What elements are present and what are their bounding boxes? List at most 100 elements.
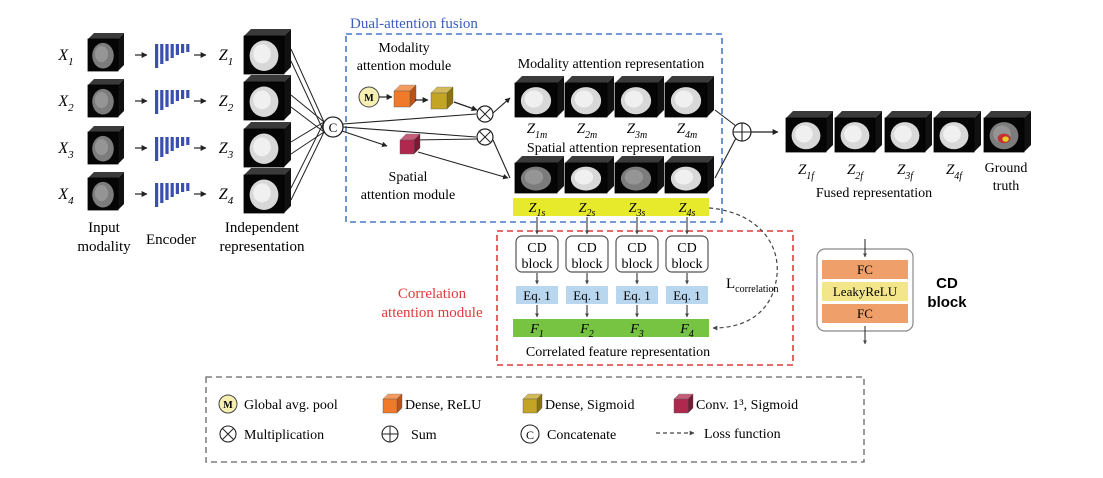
eq1-box-2: Eq. 1 [566, 286, 608, 304]
spatial-feature-label-3: Z3s [629, 201, 646, 219]
svg-text:CD: CD [627, 241, 646, 256]
svg-text:CD: CD [527, 241, 546, 256]
modality-representation-title: Modality attention representation [518, 57, 705, 72]
modality-label-3: Z3m [627, 121, 648, 141]
modality-scan-3 [614, 76, 664, 118]
correlation-title-line1: Correlation [398, 286, 467, 302]
conv-sigmoid [399, 133, 421, 155]
correlated-representation-title: Correlated feature representation [526, 345, 710, 360]
input-scan-1 [87, 33, 124, 72]
correlated-feature-label-3: F3 [629, 322, 644, 340]
encoder-2 [155, 90, 190, 114]
svg-text:Concatenate: Concatenate [547, 428, 616, 443]
conv-sigmoid-cube [399, 133, 421, 155]
svg-text:Multiplication: Multiplication [244, 428, 324, 443]
global-avg-pool-node: M [358, 86, 380, 108]
legend-dense-relu-cube [382, 393, 403, 414]
svg-text:Loss function: Loss function [704, 427, 781, 442]
fused-scan-2 [834, 111, 882, 153]
input-symbol-x3: X3 [57, 140, 74, 161]
independent-scan-1 [243, 29, 291, 75]
eq1-box-4: Eq. 1 [666, 286, 708, 304]
modality-label-4: Z4m [677, 121, 698, 141]
fused-representation-label: Fused representation [816, 186, 932, 201]
svg-text:CD: CD [577, 241, 596, 256]
ground-truth-label-line2: truth [993, 179, 1019, 194]
independent-label-line2: representation [220, 239, 305, 255]
independent-symbol-z1: Z1 [219, 47, 233, 68]
fused-label-1: Z1f [798, 162, 815, 182]
spatial-scan-4 [664, 156, 714, 194]
cd-block-detail: FC LeakyReLU FC [816, 239, 914, 345]
fused-scan-4 [933, 111, 981, 153]
legend-conv-cube [673, 393, 694, 414]
correlated-feature-label-2: F2 [579, 322, 594, 340]
legend-loss: Loss function [656, 427, 781, 442]
encoder-3 [155, 137, 190, 161]
modality-attention-label-line2: attention module [357, 59, 451, 74]
svg-text:FC: FC [857, 306, 873, 321]
correlated-features-bar [513, 319, 709, 337]
spatial-attention-label-line2: attention module [361, 188, 455, 203]
modality-scan-4 [664, 76, 714, 118]
loss-curve [708, 207, 778, 331]
cd-block-title-line2: block [927, 294, 967, 311]
modality-attention-label-line1: Modality [378, 41, 429, 56]
spatial-scan-3 [614, 156, 664, 194]
spatial-feature-label-2: Z2s [579, 201, 596, 219]
fused-label-2: Z2f [847, 162, 864, 182]
svg-text:LeakyReLU: LeakyReLU [833, 284, 898, 299]
independent-symbol-z2: Z2 [219, 93, 234, 114]
svg-text:block: block [621, 257, 652, 272]
eq1-box-1: Eq. 1 [516, 286, 558, 304]
dual-attention-title: Dual-attention fusion [350, 16, 478, 32]
multiplication-node-spatial [476, 128, 494, 146]
dense-relu-cube [393, 84, 417, 108]
concatenate-node: C [322, 116, 344, 138]
svg-text:CD: CD [677, 241, 696, 256]
multiplication-node-modality [476, 105, 494, 123]
eq1-box-3: Eq. 1 [616, 286, 658, 304]
spatial-feature-label-4: Z4s [679, 201, 696, 219]
input-scan-4 [87, 172, 124, 211]
legend-concatenate: C Concatenate [520, 424, 616, 444]
legend-multiplication: Multiplication [219, 425, 324, 443]
fused-scan-3 [884, 111, 932, 153]
dense-sigmoid-cube [430, 86, 454, 110]
independent-scan-4 [243, 168, 291, 214]
correlation-title-line2: attention module [381, 305, 483, 321]
modality-scan-1 [514, 76, 564, 118]
input-symbol-x2: X2 [57, 93, 74, 114]
correlated-feature-label-1: F1 [529, 322, 544, 340]
correlation-attention-box [496, 230, 794, 366]
spatial-scan-2 [564, 156, 614, 194]
svg-text:Sum: Sum [411, 428, 437, 443]
spatial-scan-1 [514, 156, 564, 194]
ground-truth-scan [983, 111, 1031, 153]
svg-text:M: M [223, 400, 233, 411]
input-scan-2 [87, 79, 124, 118]
input-label-line1: Input [88, 220, 120, 236]
dense-relu [393, 84, 417, 108]
legend-cubes [382, 393, 694, 414]
ground-truth-label-line1: Ground [985, 161, 1028, 176]
svg-text:C: C [526, 428, 534, 442]
svg-text:block: block [571, 257, 602, 272]
svg-text:Eq. 1: Eq. 1 [623, 288, 650, 303]
modality-scan-2 [564, 76, 614, 118]
legend-global-pool: M Global avg. pool [218, 394, 338, 414]
input-label-line2: modality [77, 239, 131, 255]
dual-attention-box [345, 33, 723, 223]
legend-dense-sigmoid-cube [522, 393, 543, 414]
independent-scan-2 [243, 75, 291, 121]
encoder-4 [155, 183, 190, 207]
svg-text:Global avg. pool: Global avg. pool [244, 398, 338, 413]
